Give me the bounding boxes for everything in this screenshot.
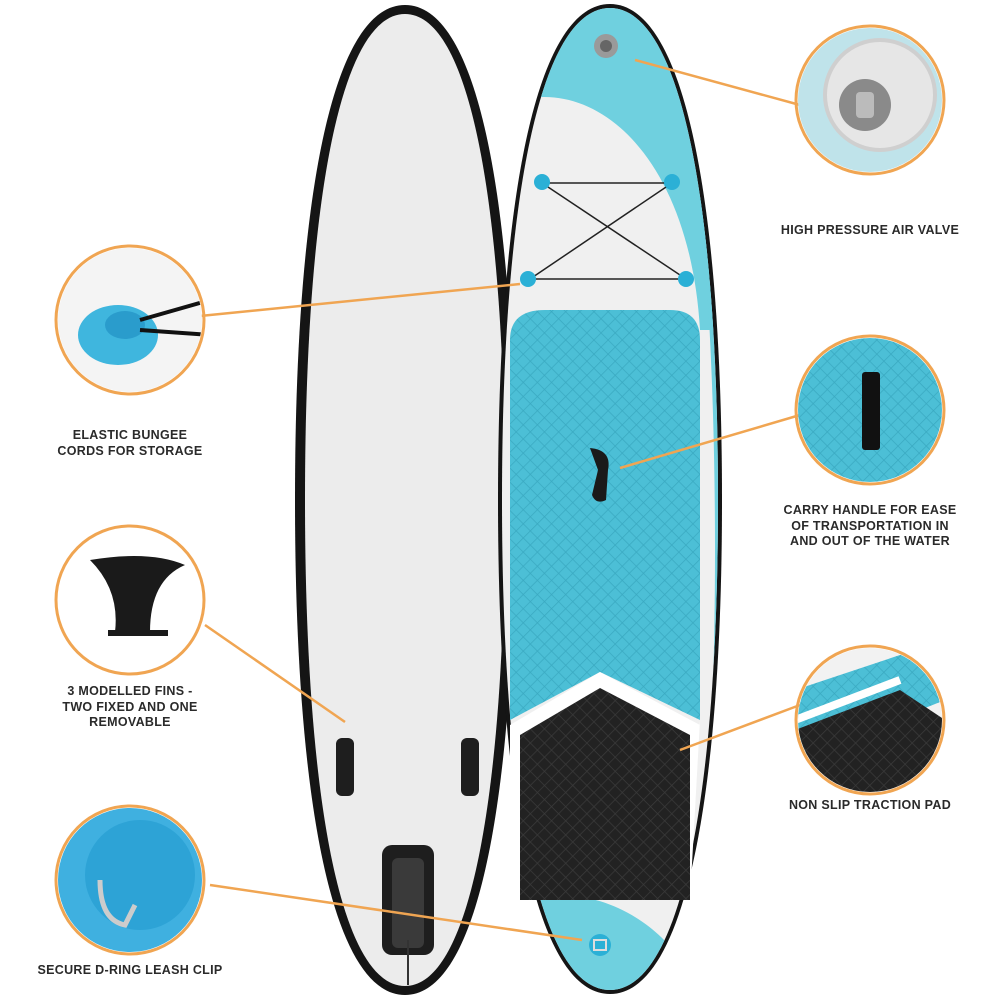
side-fin-right bbox=[461, 738, 479, 796]
label-line: OF TRANSPORTATION IN bbox=[791, 518, 949, 533]
label-air-valve: HIGH PRESSURE AIR VALVE bbox=[750, 223, 990, 239]
bungee-cords bbox=[529, 182, 687, 280]
detail-air-valve bbox=[794, 24, 946, 176]
label-line: 3 MODELLED FINS - bbox=[67, 684, 193, 698]
board-deck bbox=[498, 4, 722, 994]
label-line: AND OUT OF THE WATER bbox=[790, 534, 950, 548]
deck-pad bbox=[510, 310, 700, 720]
label-line: CORDS FOR STORAGE bbox=[57, 443, 203, 458]
side-fin-left bbox=[336, 738, 354, 796]
label-d-ring: SECURE D-RING LEASH CLIP bbox=[10, 963, 250, 979]
detail-bungee bbox=[54, 244, 206, 396]
d-ring bbox=[589, 934, 611, 956]
label-line: SECURE D-RING LEASH CLIP bbox=[37, 963, 223, 977]
label-line: ELASTIC BUNGEE bbox=[72, 428, 188, 442]
label-traction-pad: NON SLIP TRACTION PAD bbox=[750, 798, 990, 814]
board-bottom bbox=[295, 5, 515, 995]
label-carry-handle: CARRY HANDLE FOR EASE OF TRANSPORTATION … bbox=[750, 503, 990, 550]
detail-d-ring bbox=[54, 804, 206, 956]
label-line: TWO FIXED AND ONE bbox=[62, 699, 198, 714]
label-line: REMOVABLE bbox=[89, 715, 171, 729]
label-bungee: ELASTIC BUNGEE CORDS FOR STORAGE bbox=[10, 428, 250, 459]
detail-fin bbox=[54, 524, 206, 676]
label-line: HIGH PRESSURE AIR VALVE bbox=[780, 223, 960, 237]
detail-traction-pad bbox=[794, 644, 946, 796]
label-line: CARRY HANDLE FOR EASE bbox=[783, 503, 957, 517]
callout-lines bbox=[199, 58, 801, 942]
label-fins: 3 MODELLED FINS - TWO FIXED AND ONE REMO… bbox=[10, 684, 250, 731]
detail-carry-handle bbox=[794, 334, 946, 486]
tail-traction-pad bbox=[520, 688, 690, 900]
carry-handle bbox=[590, 448, 609, 502]
label-line: NON SLIP TRACTION PAD bbox=[788, 798, 952, 812]
